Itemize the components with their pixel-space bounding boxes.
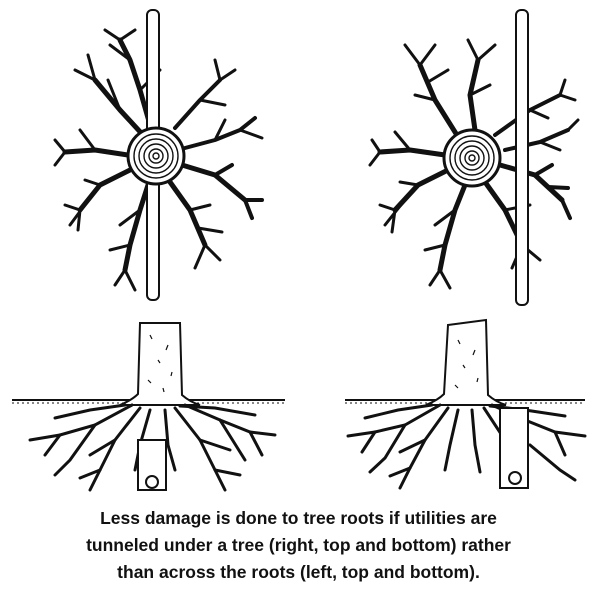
- section-view-tunneled: [345, 320, 585, 488]
- roots-section-right: [348, 405, 585, 488]
- tunnel-right: [500, 408, 528, 488]
- trunk-left: [120, 323, 200, 405]
- plan-view-tunneled: [370, 10, 578, 305]
- caption-line-2: tunneled under a tree (right, top and bo…: [0, 532, 597, 559]
- utility-pipe-tunneled: [516, 10, 528, 305]
- section-view-across-roots: [12, 323, 285, 490]
- figure-caption: Less damage is done to tree roots if uti…: [0, 505, 597, 595]
- utility-pipe-section-right: [509, 472, 521, 484]
- tree-root-utility-illustration: [0, 0, 597, 500]
- caption-line-3: than across the roots (left, top and bot…: [0, 559, 597, 586]
- trunk-right: [426, 320, 506, 405]
- caption-line-1: Less damage is done to tree roots if uti…: [0, 505, 597, 532]
- trunk-rings-left: [128, 128, 184, 184]
- trench-left: [138, 440, 166, 490]
- plan-view-across-roots: [55, 10, 262, 300]
- utility-pipe-section-left: [146, 476, 158, 488]
- trunk-rings-right: [444, 130, 500, 186]
